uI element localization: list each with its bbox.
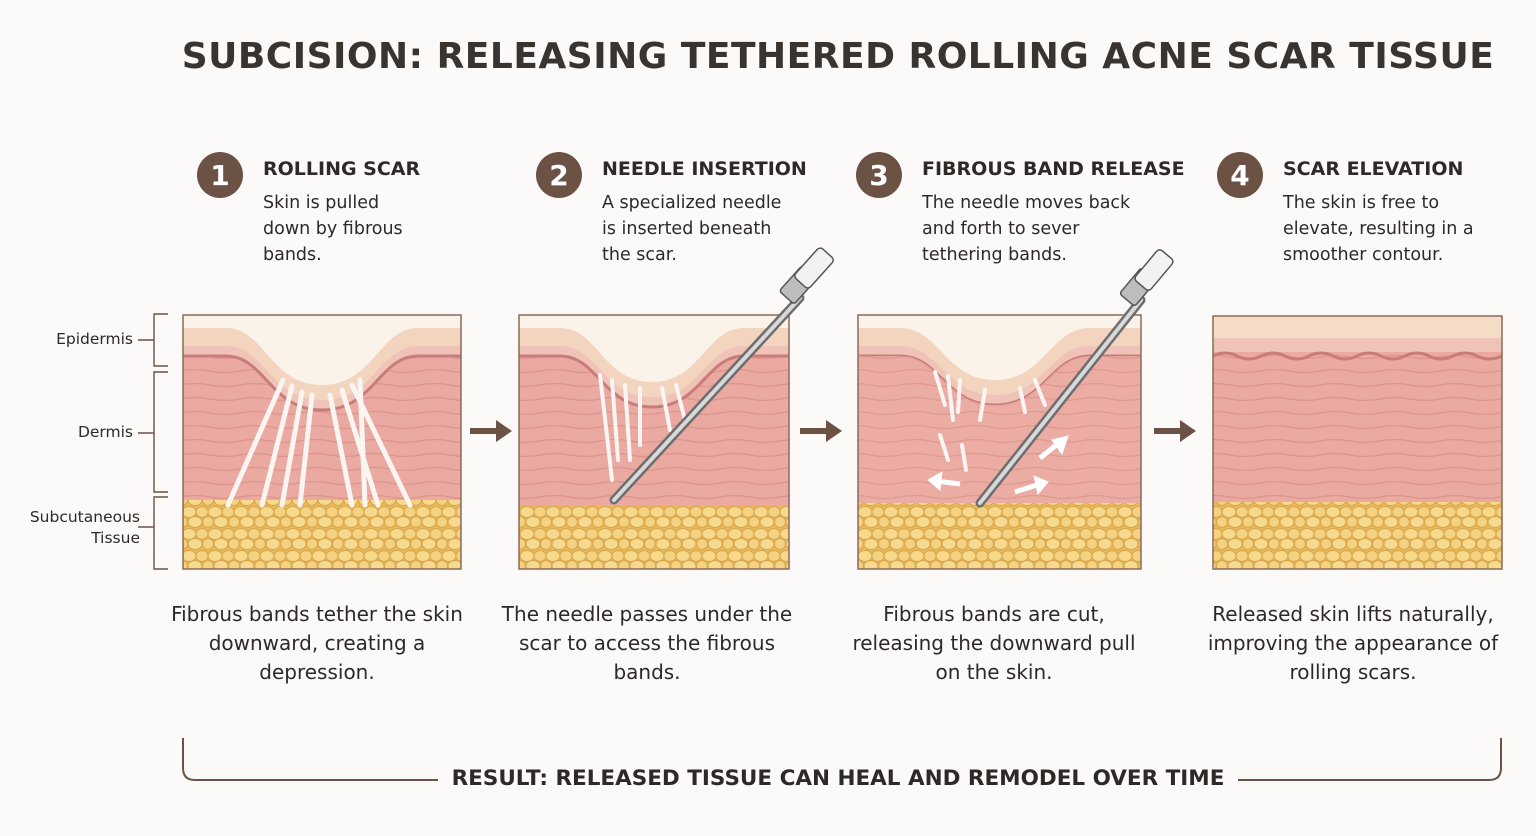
- step-2-name: NEEDLE INSERTION: [602, 158, 807, 180]
- layer-label-epidermis: Epidermis: [56, 330, 133, 348]
- layer-label-subcutaneous-line2: Tissue: [91, 529, 140, 547]
- result-statement: RESULT: RELEASED TISSUE CAN HEAL AND REM…: [0, 766, 1536, 791]
- step-3-caption: Fibrous bands are cut, releasing the dow…: [852, 602, 1136, 684]
- step-1-name: ROLLING SCAR: [263, 158, 421, 180]
- flow-arrow-3: [1154, 420, 1196, 442]
- step-3-name: FIBROUS BAND RELEASE: [922, 158, 1185, 180]
- layer-label-dermis: Dermis: [77, 423, 133, 441]
- step-1-number-badge: 1: [197, 152, 243, 198]
- panel-3-skin-cross-section: [857, 249, 1174, 570]
- page-title: SUBCISION: RELEASING TETHERED ROLLING AC…: [181, 36, 1495, 77]
- panel-1-skin-cross-section: [182, 314, 462, 570]
- step-2-description: A specialized needle is inserted beneath…: [602, 193, 782, 265]
- layer-label-subcutaneous-line1: Subcutaneous: [29, 508, 140, 526]
- fibrous-bands: [225, 377, 413, 508]
- step-4-description: The skin is free to elevate, resulting i…: [1283, 193, 1474, 265]
- bracket-epidermis: [138, 313, 168, 367]
- severed-fibrous-bands: [933, 370, 1047, 472]
- step-1-description: Skin is pulled down by fibrous bands.: [263, 193, 403, 265]
- step-2-caption: The needle passes under the scar to acce…: [501, 602, 793, 684]
- panel-2-skin-cross-section: [518, 247, 834, 570]
- panel-4-skin-cross-section: [1212, 315, 1503, 570]
- step-4-number-badge: 4: [1217, 152, 1263, 198]
- step-2-number-badge: 2: [536, 152, 582, 198]
- step-1-caption: Fibrous bands tether the skin downward, …: [171, 602, 463, 684]
- needle: [609, 247, 834, 505]
- step-4-name: SCAR ELEVATION: [1283, 158, 1464, 180]
- step-3-description: The needle moves back and forth to sever…: [922, 193, 1131, 265]
- layer-brackets: [138, 313, 168, 570]
- flow-arrow-2: [800, 420, 842, 442]
- bracket-dermis: [138, 371, 168, 493]
- fibrous-bands: [598, 373, 687, 482]
- layer-label-subcutaneous: Subcutaneous Tissue: [10, 507, 140, 549]
- step-3-number-badge: 3: [856, 152, 902, 198]
- bracket-subcutaneous: [138, 496, 168, 570]
- flow-arrow-1: [470, 420, 512, 442]
- step-4-caption: Released skin lifts naturally, improving…: [1207, 602, 1499, 684]
- needle: [975, 249, 1174, 508]
- motion-arrows: [927, 435, 1069, 496]
- result-text: RESULT: RELEASED TISSUE CAN HEAL AND REM…: [437, 766, 1239, 791]
